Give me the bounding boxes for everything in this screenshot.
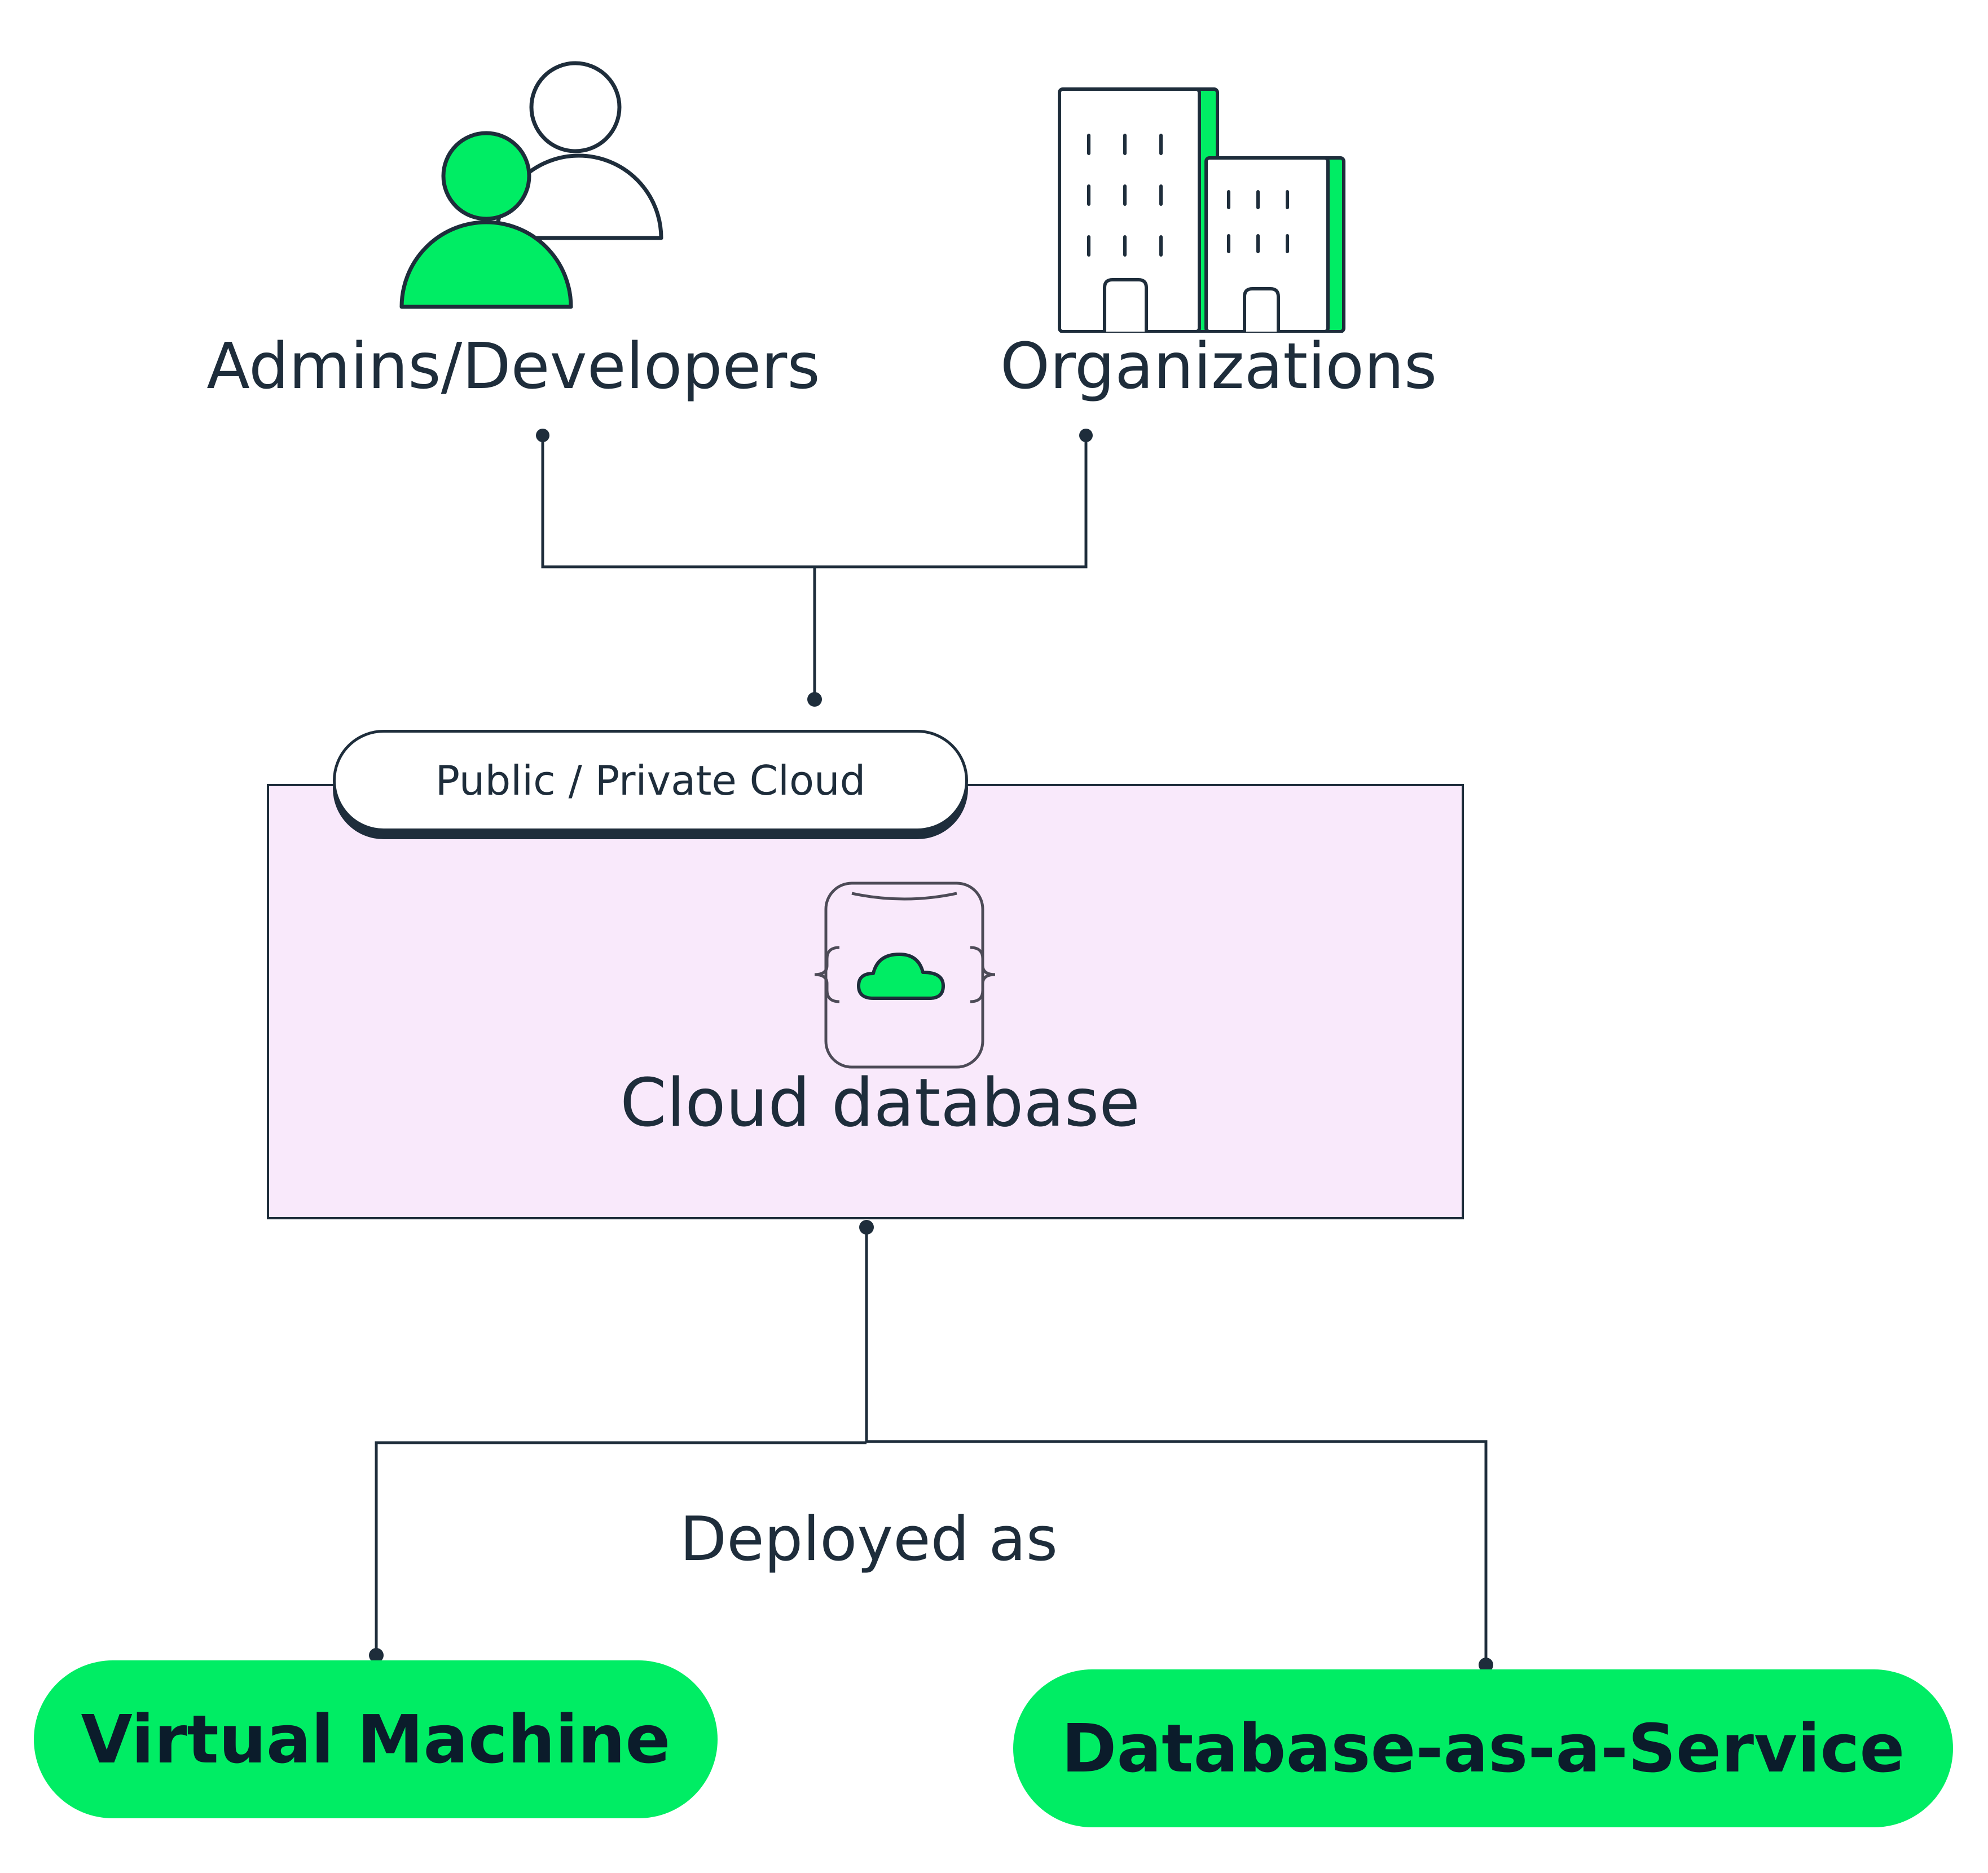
admins-developers-label: Admins/Developers [206, 330, 820, 403]
buildings-icon [1058, 87, 1345, 333]
database-as-a-service-pill: Database-as-a-Service [1013, 1669, 1953, 1827]
database-as-a-service-label: Database-as-a-Service [1061, 1709, 1905, 1787]
users-icon [399, 61, 663, 309]
deployed-as-label: Deployed as [680, 1504, 1058, 1575]
connector-admins [541, 435, 815, 568]
cloud-box [267, 784, 1464, 1219]
connector-dot [1079, 429, 1093, 442]
connector-dot [536, 429, 549, 442]
connector-dot [859, 1220, 874, 1235]
virtual-machine-label: Virtual Machine [81, 1700, 671, 1778]
connector-vm [375, 1441, 867, 1655]
cloud-database-label: Cloud database [620, 1064, 1140, 1142]
connector-organizations [815, 435, 1088, 568]
organizations-label: Organizations [1000, 330, 1437, 403]
cloud-database-icon [814, 882, 996, 1069]
connector-dot [369, 1648, 384, 1663]
connector-daas [867, 1440, 1488, 1665]
virtual-machine-pill: Virtual Machine [34, 1660, 718, 1818]
public-private-cloud-label: Public / Private Cloud [435, 757, 866, 804]
public-private-cloud-tag: Public / Private Cloud [333, 730, 968, 831]
connector-dot [1479, 1658, 1493, 1672]
connector-dot [807, 692, 822, 707]
